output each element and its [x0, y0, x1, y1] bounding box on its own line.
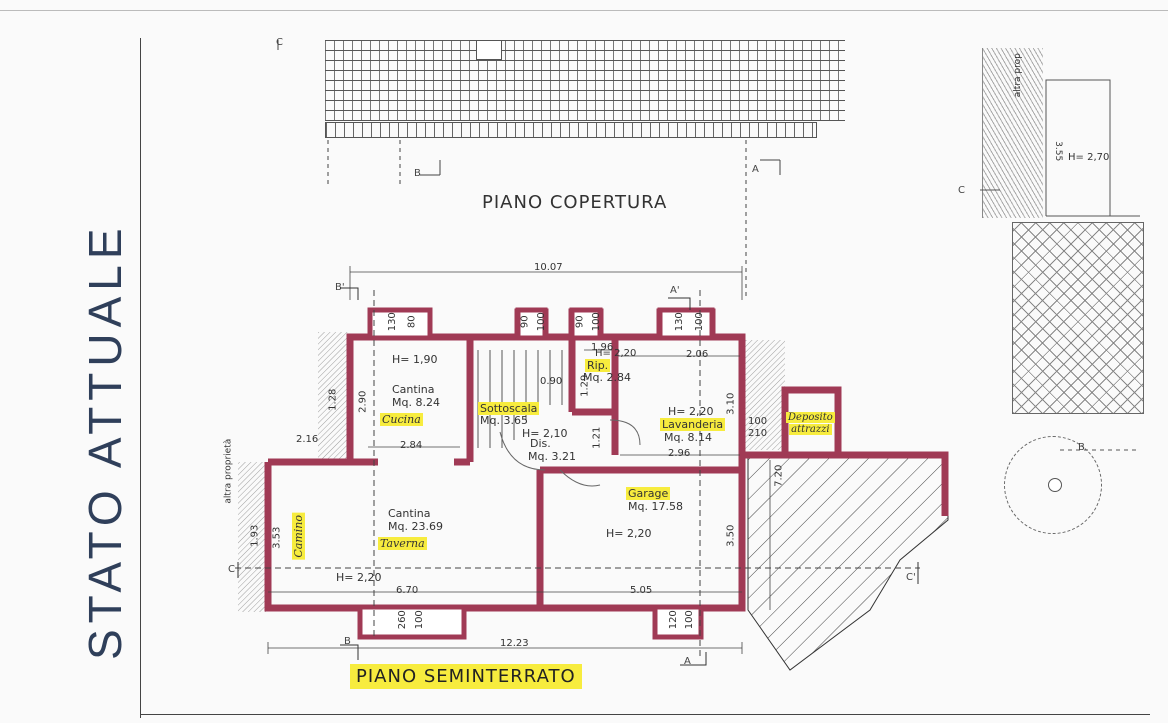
window-6-a: 120: [667, 610, 679, 630]
garage-name: Garage: [626, 487, 671, 500]
dim-rip-top: 1.96: [591, 342, 614, 353]
dim-lav-depth: 3.10: [725, 392, 737, 415]
boundary-hatch-top: [318, 332, 348, 462]
taverna-note: Taverna: [378, 537, 427, 550]
lavanderia-height: H= 2,20: [668, 405, 714, 418]
stairs: [477, 350, 641, 487]
roof-gutter: [325, 122, 817, 138]
dim-taverna-depth: 1.93: [249, 524, 261, 547]
right-marker-b: B: [1078, 442, 1085, 453]
sottoscala-name: Sottoscala: [478, 402, 540, 415]
dim-dis-height: 1.21: [591, 426, 603, 449]
taverna-name: Cantina: [388, 507, 431, 520]
dim-cantina-top-width: 2.84: [400, 440, 423, 451]
window-boxes: [357, 307, 715, 640]
marker-c-top: C: [276, 37, 283, 48]
right-lattice: [1012, 222, 1144, 414]
frame-left-line: [140, 38, 141, 718]
marker-b-bottom: B: [344, 636, 351, 647]
dim-lavanderia-width: 2.96: [668, 448, 691, 459]
marker-a-prime: A': [670, 285, 680, 296]
window-4-a: 130: [673, 312, 685, 332]
right-boundary: altra prop: [1012, 53, 1023, 98]
rip-height: H= 2,20: [595, 348, 637, 359]
boundary-label: altra proprietà: [223, 438, 234, 504]
dis-height: H= 2,10: [522, 427, 568, 440]
roof-section-lines: [277, 40, 781, 300]
window-6-b: 100: [683, 610, 695, 630]
window-3-a: 90: [574, 315, 586, 329]
right-panel-lines: [980, 79, 1140, 451]
roof-tiles: [325, 40, 845, 121]
camino-dim: 3.53: [271, 526, 283, 549]
right-height: H= 2,70: [1068, 152, 1110, 163]
rip-area: Mq. 2.84: [583, 371, 631, 384]
deposito-line2: attrazzi: [789, 423, 832, 435]
taverna-height: H= 2,20: [336, 571, 382, 584]
tree-symbol: [1004, 436, 1102, 534]
garage-area: Mq. 17.58: [628, 500, 683, 513]
window-1-a: 130: [386, 312, 398, 332]
window-1-b: 80: [406, 315, 418, 329]
dim-left-depth: 1.28: [327, 388, 339, 411]
garage-height: H= 2,20: [606, 527, 652, 540]
lavanderia-name: Lavanderia: [660, 418, 726, 431]
window-5-a: 260: [396, 610, 408, 630]
sottoscala-area: Mq. 3.65: [480, 414, 528, 427]
dim-overall-bottom: 12.23: [500, 638, 529, 649]
door-lav-b: 210: [748, 428, 768, 439]
camino-note: Camino: [292, 513, 305, 560]
cucina-height: H= 1,90: [392, 353, 438, 366]
marker-c-left: C: [228, 564, 235, 575]
window-5-b: 100: [413, 610, 425, 630]
window-3-b: 100: [590, 312, 602, 332]
taverna-area: Mq. 23.69: [388, 520, 443, 533]
cucina-area: Mq. 8.24: [392, 396, 440, 409]
dim-sottoscala-width: 0.90: [540, 376, 563, 387]
dimension-lines: [267, 266, 771, 654]
basement-plan-title: PIANO SEMINTERRATO: [350, 664, 582, 689]
roof-plan-title: PIANO COPERTURA: [482, 192, 668, 213]
door-lav-a: 100: [748, 416, 768, 427]
dim-lower-left: 6.70: [396, 585, 419, 596]
marker-b-top: B: [414, 168, 421, 179]
window-2-a: 90: [519, 315, 531, 329]
dim-garage-depth: 3.50: [725, 524, 737, 547]
stair-hatch-right: [745, 340, 785, 450]
window-4-b: 100: [693, 312, 705, 332]
marker-c-prime: C': [906, 572, 916, 583]
frame-bottom-line: [140, 714, 1150, 715]
marker-lines: [237, 287, 919, 666]
boundary-hatch-left: [238, 462, 268, 612]
frame-top-line: [0, 10, 1168, 11]
dim-left-step: 2.16: [296, 434, 319, 445]
plan-section-lines: [235, 290, 920, 660]
dim-overall-top: 10.07: [534, 262, 563, 273]
dim-lavanderia-top: 2.06: [686, 349, 709, 360]
deposito-line1: Deposito: [786, 412, 835, 423]
dim-cantina-depth: 2.90: [357, 390, 369, 413]
rip-name: Rip.: [585, 359, 611, 372]
window-2-b: 100: [535, 312, 547, 332]
dis-area: Mq. 3.21: [528, 450, 576, 463]
marker-b-prime: B': [335, 282, 345, 293]
dim-lower-right: 5.05: [630, 585, 653, 596]
dim-right-ramp: 7.20: [773, 464, 785, 487]
dis-name: Dis.: [530, 437, 551, 450]
lavanderia-area: Mq. 8.14: [664, 431, 712, 444]
roof-skylight: [476, 40, 502, 60]
right-marker-c: C: [958, 185, 965, 196]
right-dim: 3.55: [1053, 141, 1064, 162]
cucina-name: Cantina: [392, 383, 435, 396]
marker-a-top: A: [752, 164, 759, 175]
cucina-note: Cucina: [380, 413, 423, 426]
marker-a-bottom: A: [684, 656, 691, 667]
tree-trunk: [1048, 478, 1062, 492]
